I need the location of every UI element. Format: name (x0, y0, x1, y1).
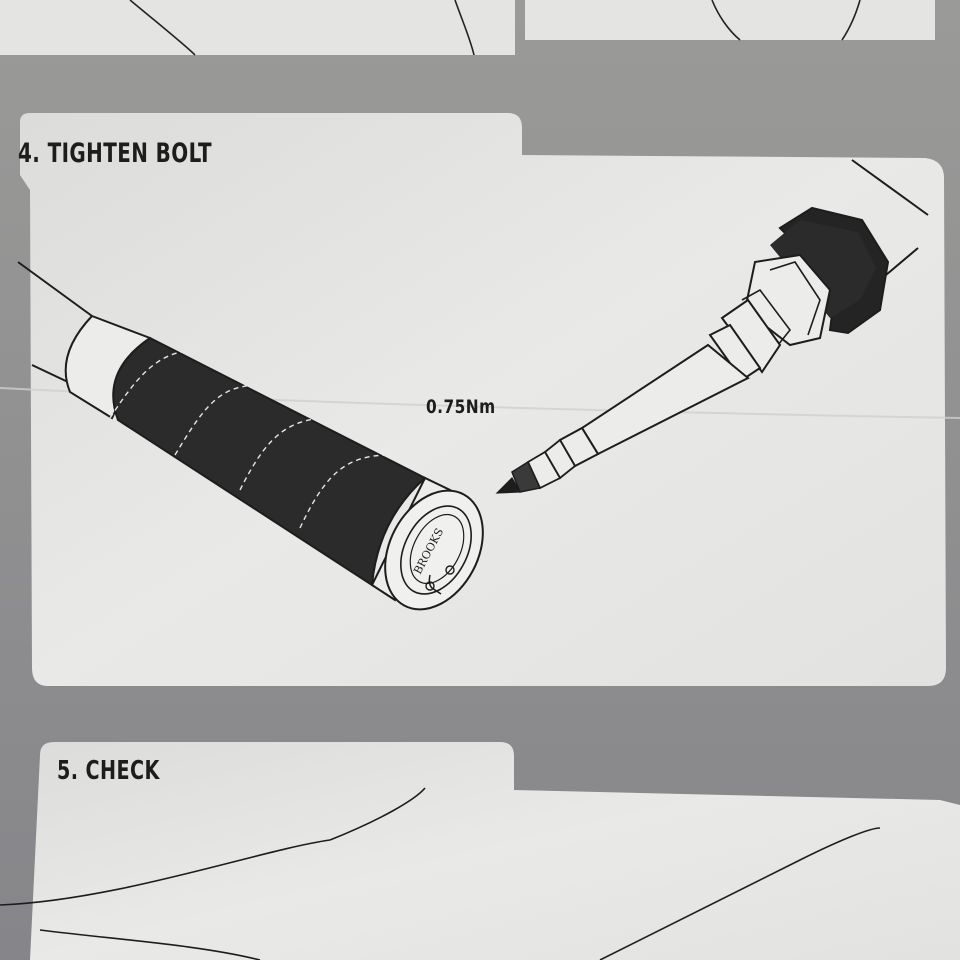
torque-driver-icon (495, 159, 929, 494)
handlebar-grip-icon: BROOKS (17, 261, 484, 611)
torque-value: 0.75Nm (426, 396, 496, 418)
step5-panel (30, 742, 960, 960)
prev-panel-right (525, 0, 935, 40)
step4-title: 4. TIGHTEN BOLT (18, 138, 213, 169)
prev-panel-left (0, 0, 515, 55)
step4-panel (20, 113, 946, 686)
end-cap (384, 489, 484, 611)
step5-title: 5. CHECK (57, 756, 160, 786)
